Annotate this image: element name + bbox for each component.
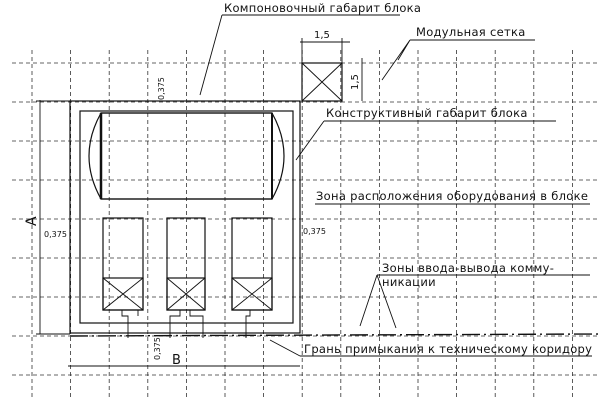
equipment-zone-label: Зона расположения оборудования в блоке xyxy=(316,189,588,203)
equipment-unit xyxy=(231,217,273,311)
dimension-a-label: А xyxy=(24,216,40,226)
offset-right-dim: 0,375 xyxy=(303,227,326,236)
structural-envelope xyxy=(79,110,294,324)
layout-envelope-outline xyxy=(69,100,301,334)
modular-grid-lines xyxy=(12,50,600,400)
io-zones-label-line2: никации xyxy=(382,275,436,289)
io-zones-label-line1: Зоны ввода-вывода комму- xyxy=(382,261,554,275)
dimension-a-line xyxy=(36,100,70,335)
grid-height-dim: 1,5 xyxy=(350,74,361,90)
corridor-face-line xyxy=(69,333,601,337)
modular-grid-label: Модульная сетка xyxy=(416,25,526,39)
equipment-unit xyxy=(166,217,206,311)
offset-top-dim: 0,375 xyxy=(157,77,166,100)
equipment-unit xyxy=(102,217,144,311)
layout-envelope-label: Компоновочный габарит блока xyxy=(224,1,421,15)
grid-module-square xyxy=(301,62,343,102)
dimension-b-label: В xyxy=(172,353,181,368)
structural-envelope-label: Конструктивный габарит блока xyxy=(326,106,528,120)
corridor-face-label: Грань примыкания к техническому коридору xyxy=(304,342,592,356)
grid-width-dim: 1,5 xyxy=(314,30,330,41)
offset-bottom-dim: 0,375 xyxy=(153,337,162,360)
offset-left-dim: 0,375 xyxy=(44,230,67,239)
